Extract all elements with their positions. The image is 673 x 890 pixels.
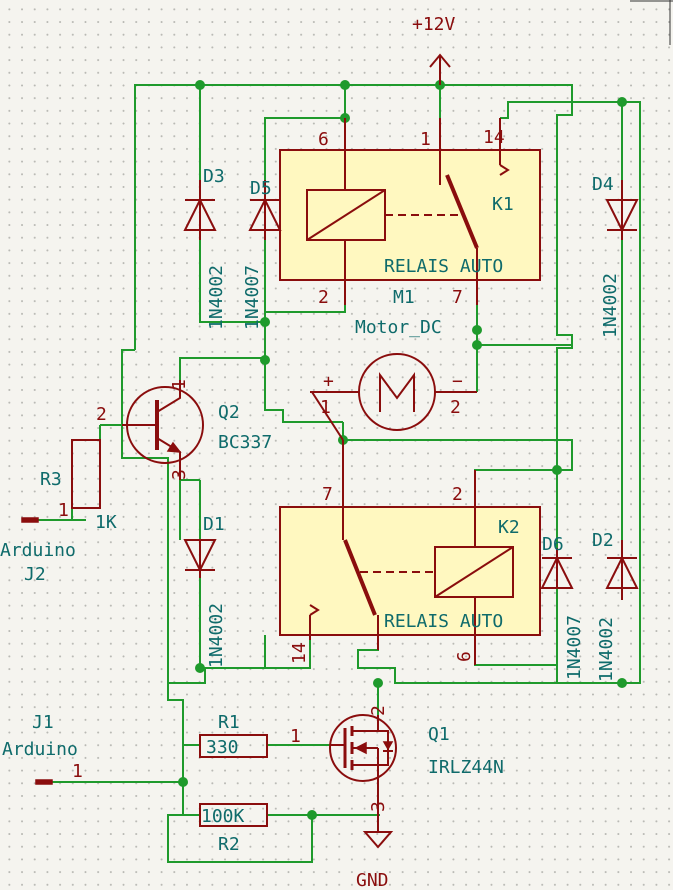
m1-value: Motor_DC bbox=[355, 317, 442, 338]
motor-m1: M1 Motor_DC + − 1 2 bbox=[310, 287, 477, 441]
r3-ref: R3 bbox=[40, 469, 62, 490]
power-12v-symbol: +12V bbox=[412, 14, 456, 85]
gnd-label: GND bbox=[356, 870, 389, 890]
r2-ref: R2 bbox=[218, 834, 240, 855]
k1-pin2: 2 bbox=[318, 287, 329, 308]
q1-pin2: 2 bbox=[368, 705, 389, 716]
m1-pin2: 2 bbox=[450, 397, 461, 418]
q1-value: IRLZ44N bbox=[428, 757, 504, 778]
diode-d3: D3 1N4002 bbox=[183, 166, 227, 330]
k2-pin2: 2 bbox=[452, 484, 463, 505]
d3-value: 1N4002 bbox=[206, 265, 227, 330]
q2-pin1: 1 bbox=[169, 379, 190, 390]
diode-d6: D6 1N4007 bbox=[540, 534, 585, 680]
r3-value: 1K bbox=[95, 512, 117, 533]
m1-ref: M1 bbox=[393, 287, 415, 308]
r3-pin1: 1 bbox=[58, 500, 69, 521]
j1-pin1: 1 bbox=[72, 761, 83, 782]
mosfet-q1: 1 2 3 Q1 IRLZ44N bbox=[290, 705, 504, 832]
r1-value: 330 bbox=[206, 737, 239, 758]
q2-value: BC337 bbox=[218, 432, 272, 453]
d6-ref: D6 bbox=[542, 534, 564, 555]
m1-plus: + bbox=[323, 371, 334, 392]
transistor-q2: 2 1 3 Q2 BC337 bbox=[96, 379, 272, 480]
d2-value: 1N4002 bbox=[596, 617, 617, 682]
diode-d4: D4 1N4002 bbox=[592, 174, 639, 338]
k1-pin14: 14 bbox=[483, 127, 505, 148]
diode-d2: D2 1N4002 bbox=[592, 345, 639, 682]
d6-value: 1N4007 bbox=[564, 615, 585, 680]
resistor-r1: R1 330 bbox=[199, 712, 268, 758]
r1-ref: R1 bbox=[218, 712, 240, 733]
k2-pin7: 7 bbox=[322, 484, 333, 505]
resistor-r3: R3 1K 1 Arduino J2 bbox=[0, 439, 117, 585]
d4-value: 1N4002 bbox=[600, 273, 621, 338]
q2-pin2: 2 bbox=[96, 404, 107, 425]
cursor-crosshair bbox=[630, 0, 673, 45]
d1-value: 1N4002 bbox=[206, 603, 227, 668]
k1-value: RELAIS AUTO bbox=[384, 256, 503, 277]
power-12v-label: +12V bbox=[412, 14, 456, 35]
k2-pin14: 14 bbox=[289, 642, 310, 664]
connector-j1: J1 Arduino 1 bbox=[2, 712, 83, 785]
diode-d1: D1 1N4002 bbox=[183, 514, 227, 668]
q1-ref: Q1 bbox=[428, 724, 450, 745]
d1-ref: D1 bbox=[203, 514, 225, 535]
r2-value: 100K bbox=[201, 806, 245, 827]
q1-pin1: 1 bbox=[290, 726, 301, 747]
diode-d5: D5 1N4007 bbox=[242, 178, 282, 330]
k2-ref: K2 bbox=[498, 517, 520, 538]
q2-pin3: 3 bbox=[169, 469, 190, 480]
d5-value: 1N4007 bbox=[242, 265, 263, 330]
j2-value: Arduino bbox=[0, 540, 76, 561]
q1-pin3: 3 bbox=[368, 801, 389, 812]
d3-ref: D3 bbox=[203, 166, 225, 187]
m1-minus: − bbox=[452, 371, 463, 392]
k1-pin6: 6 bbox=[318, 129, 329, 150]
k1-ref: K1 bbox=[492, 194, 514, 215]
j1-value: Arduino bbox=[2, 739, 78, 760]
resistor-r2: 100K R2 bbox=[199, 803, 268, 855]
k2-value: RELAIS AUTO bbox=[384, 611, 503, 632]
k1-pin1: 1 bbox=[420, 129, 431, 150]
j2-ref: J2 bbox=[24, 564, 46, 585]
d2-ref: D2 bbox=[592, 530, 614, 551]
d5-ref: D5 bbox=[250, 178, 272, 199]
k2-pin6: 6 bbox=[454, 651, 475, 662]
j1-ref: J1 bbox=[32, 712, 54, 733]
k1-pin7: 7 bbox=[452, 287, 463, 308]
q2-ref: Q2 bbox=[218, 402, 240, 423]
d4-ref: D4 bbox=[592, 174, 614, 195]
relay-k1: 6 1 14 2 7 K1 RELAIS AUTO bbox=[279, 118, 541, 308]
relay-k2: 7 2 14 6 K2 RELAIS AUTO bbox=[279, 440, 541, 665]
m1-pin1: 1 bbox=[320, 397, 331, 418]
gnd-symbol: GND bbox=[356, 815, 394, 890]
